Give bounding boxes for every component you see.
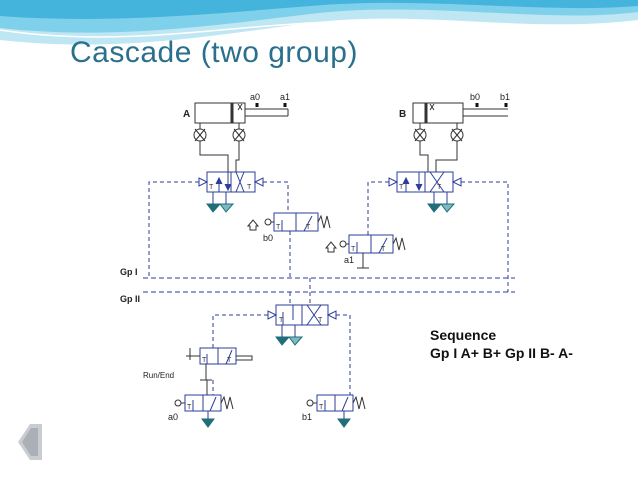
port-mark: T [437,184,442,191]
slide-title: Cascade (two group) [70,36,358,69]
port-mark: T [276,224,281,231]
port-mark: T [187,404,192,411]
header-wave [0,0,638,45]
valve-b0-limit [246,212,331,232]
valve-b-main [388,171,462,213]
sensor-b1-label: b1 [500,92,510,102]
port-mark: T [202,357,207,364]
port-mark: T [399,184,404,191]
sequence-heading: Sequence [430,327,497,343]
flow-control-b-left [413,128,427,142]
flow-control-b-right [450,128,464,142]
sensor-b0-label: b0 [470,92,480,102]
valve-a-main [198,171,264,213]
group-1-label: Gp I [120,267,138,277]
flow-control-a-left [193,128,207,142]
port-mark: T [306,224,311,231]
valve-b0-label: b0 [263,233,273,243]
port-mark: T [209,184,214,191]
valve-a1-limit [324,234,406,269]
valve-b1-limit [306,394,366,428]
port-mark: T [319,404,324,411]
flow-control-a-right [232,128,246,142]
back-arrow-icon[interactable] [18,424,42,460]
cylinder-a [194,102,289,124]
cylinder-b-label: B [399,109,406,120]
port-mark: T [247,184,252,191]
port-mark: T [318,317,323,324]
valve-b1-label: b1 [302,412,312,422]
valve-group-changer [267,304,337,346]
group-2-label: Gp II [120,294,140,304]
port-mark: T [351,246,356,253]
sensor-a0-label: a0 [250,92,260,102]
cylinder-a-label: A [183,109,190,120]
run-end-label: Run/End [143,371,174,380]
valve-a0-label: a0 [168,412,178,422]
valve-a0-limit [174,394,234,428]
sensor-a1-label: a1 [280,92,290,102]
sequence-text: Gp I A+ B+ Gp II B- A- [430,345,573,361]
port-mark: T [227,357,232,364]
valve-a1-label: a1 [344,255,354,265]
port-mark: T [381,246,386,253]
valve-run-end [186,347,253,381]
cylinder-b [412,102,508,124]
port-mark: T [279,317,284,324]
